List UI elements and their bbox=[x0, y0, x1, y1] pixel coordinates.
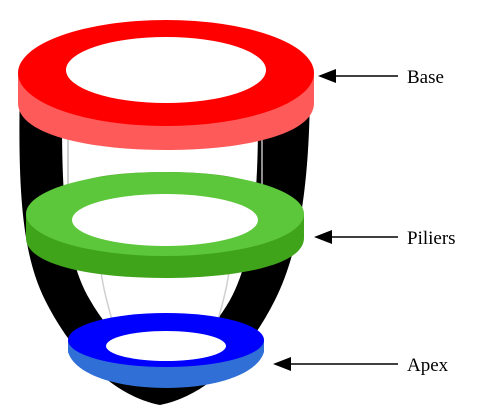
piliers-arrow bbox=[314, 230, 398, 244]
piliers-ring bbox=[26, 172, 304, 278]
apex-arrow bbox=[273, 357, 398, 371]
base-label: Base bbox=[407, 67, 444, 88]
apex-ring bbox=[68, 313, 264, 388]
base-ring bbox=[18, 20, 314, 150]
base-arrow bbox=[318, 69, 398, 83]
apex-label: Apex bbox=[407, 355, 449, 376]
piliers-label: Piliers bbox=[407, 228, 456, 249]
